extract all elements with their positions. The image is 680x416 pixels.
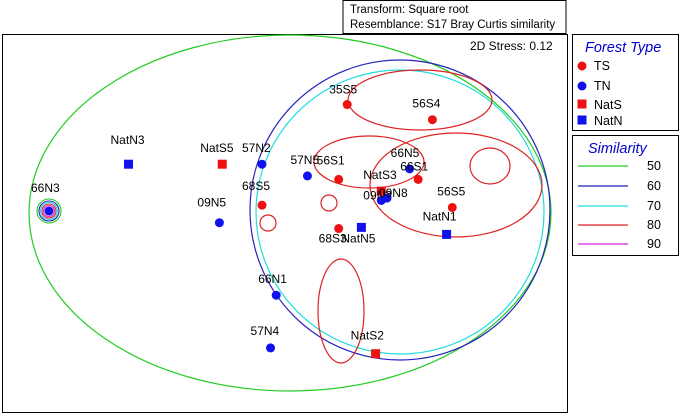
point-66n5	[405, 164, 415, 174]
point-label-nats5: NatS5	[200, 141, 234, 155]
point-66n3	[44, 206, 54, 216]
legend-nats-marker	[577, 99, 587, 109]
contour-66n3-80	[41, 203, 57, 219]
point-label-35s5: 35S5	[329, 83, 357, 97]
contour-80-b	[313, 135, 425, 189]
point-natn5	[356, 222, 366, 232]
point-label-nats2: NatS2	[351, 329, 385, 343]
point-56s4	[427, 115, 437, 125]
contour-60	[249, 59, 551, 361]
similarity-legend-title: Similarity	[588, 141, 648, 157]
point-label-natn1: NatN1	[423, 209, 457, 223]
point-label-66n1: 66N1	[258, 272, 287, 286]
contour-80-c	[369, 132, 543, 238]
contour-70	[255, 69, 545, 355]
point-57n5	[302, 171, 312, 181]
point-66s1	[413, 174, 423, 184]
point-66n1	[271, 290, 281, 300]
point-natn1	[442, 229, 452, 239]
point-label-natn3: NatN3	[111, 133, 145, 147]
point-nats5	[217, 159, 227, 169]
similarity-legend: Similarity 50 60 70 80 90	[572, 135, 679, 256]
contours	[28, 34, 552, 392]
point-label-56s4: 56S4	[412, 97, 440, 111]
point-56s5	[447, 202, 457, 212]
point-57n4	[266, 343, 276, 353]
legend-ts-label: TS	[594, 59, 610, 73]
point-label-66n5: 66N5	[391, 146, 420, 160]
legend-70-label: 70	[647, 199, 661, 213]
contour-66n3-90	[42, 204, 56, 218]
legend-natn-label: NatN	[594, 114, 622, 128]
point-35s5	[342, 100, 352, 110]
legend-ts-marker	[577, 61, 587, 71]
point-label-57n5: 57N5	[290, 153, 319, 167]
contour-80-e	[469, 147, 511, 185]
contour-80-f	[320, 194, 338, 212]
point-68s5	[257, 200, 267, 210]
header-box	[342, 0, 567, 34]
point-label-56s1: 56S1	[317, 153, 345, 167]
contour-66n3-60	[38, 200, 60, 222]
similarity-legend-box	[572, 135, 679, 256]
legend-50-label: 50	[647, 159, 661, 173]
point-label-09n8: 09N8	[379, 186, 408, 200]
stress-text: 2D Stress: 0.12	[470, 39, 553, 53]
contour-80-d	[317, 258, 365, 364]
point-56s1	[334, 174, 344, 184]
point-nats3	[376, 186, 386, 196]
point-nats2	[371, 349, 381, 359]
legend-tn-label: TN	[594, 79, 611, 93]
forest-legend-title: Forest Type	[585, 40, 661, 56]
legend-60-label: 60	[647, 179, 661, 193]
forest-type-legend: Forest Type TS TN NatS NatN	[572, 34, 679, 131]
contour-66n3-70	[39, 201, 59, 221]
resemblance-text: Resemblance: S17 Bray Curtis similarity	[350, 19, 555, 31]
point-09n5	[214, 218, 224, 228]
point-label-09n5: 09N5	[197, 196, 226, 210]
point-natn3	[124, 159, 134, 169]
point-57n2	[257, 159, 267, 169]
contour-66n3-50	[36, 198, 62, 224]
point-label-57n4: 57N4	[251, 324, 280, 338]
point-09n8	[382, 193, 392, 203]
legend-natn-marker	[577, 115, 587, 125]
plot-frame	[2, 34, 568, 413]
point-label-natn5: NatN5	[341, 231, 375, 245]
point-68s3	[334, 224, 344, 234]
point-label-68s3: 68S3	[319, 232, 347, 246]
point-label-57n2: 57N2	[242, 141, 271, 155]
contour-80-a	[347, 69, 493, 131]
legend-nats-label: NatS	[594, 98, 622, 112]
point-label-66s1: 66S1	[400, 159, 428, 173]
point-label-66n3: 66N3	[31, 181, 60, 195]
legend-90-label: 90	[647, 237, 661, 251]
forest-legend-box	[572, 34, 679, 131]
point-label-56s5: 56S5	[437, 184, 465, 198]
point-label-68s5: 68S5	[242, 179, 270, 193]
transform-text: Transform: Square root	[350, 4, 469, 16]
point-label-nats3: NatS3	[363, 168, 397, 182]
contour-80-g	[259, 214, 277, 232]
contour-50	[28, 34, 552, 392]
legend-80-label: 80	[647, 218, 661, 232]
legend-tn-marker	[577, 81, 587, 91]
